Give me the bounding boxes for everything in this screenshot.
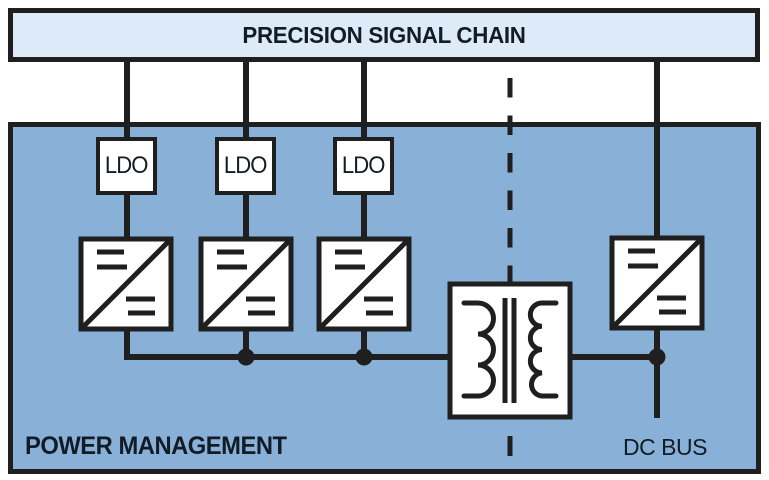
- ldo-label: LDO: [342, 152, 386, 179]
- junction-dot: [648, 348, 666, 366]
- dc-dc-converter-icon: [198, 236, 294, 332]
- dc-dc-converter-icon: [609, 235, 705, 331]
- ldo-label: LDO: [224, 152, 268, 179]
- isolation-transformer-icon: [447, 281, 573, 420]
- power-bus-left: [124, 330, 450, 360]
- ldo-box-1: LDO: [96, 137, 157, 195]
- dc-dc-converter-icon: [316, 236, 412, 332]
- dc-dc-converter-icon: [78, 236, 174, 332]
- junction-dot: [355, 348, 373, 366]
- ldo-label: LDO: [105, 152, 149, 179]
- precision-signal-chain-label: PRECISION SIGNAL CHAIN: [242, 21, 526, 48]
- junction-dot: [237, 348, 255, 366]
- power-management-label: POWER MANAGEMENT: [25, 432, 287, 460]
- ldo-box-2: LDO: [215, 137, 276, 195]
- dc-bus-label: DC BUS: [623, 434, 707, 460]
- precision-signal-chain-box: PRECISION SIGNAL CHAIN: [8, 8, 760, 62]
- ldo-box-3: LDO: [333, 137, 394, 195]
